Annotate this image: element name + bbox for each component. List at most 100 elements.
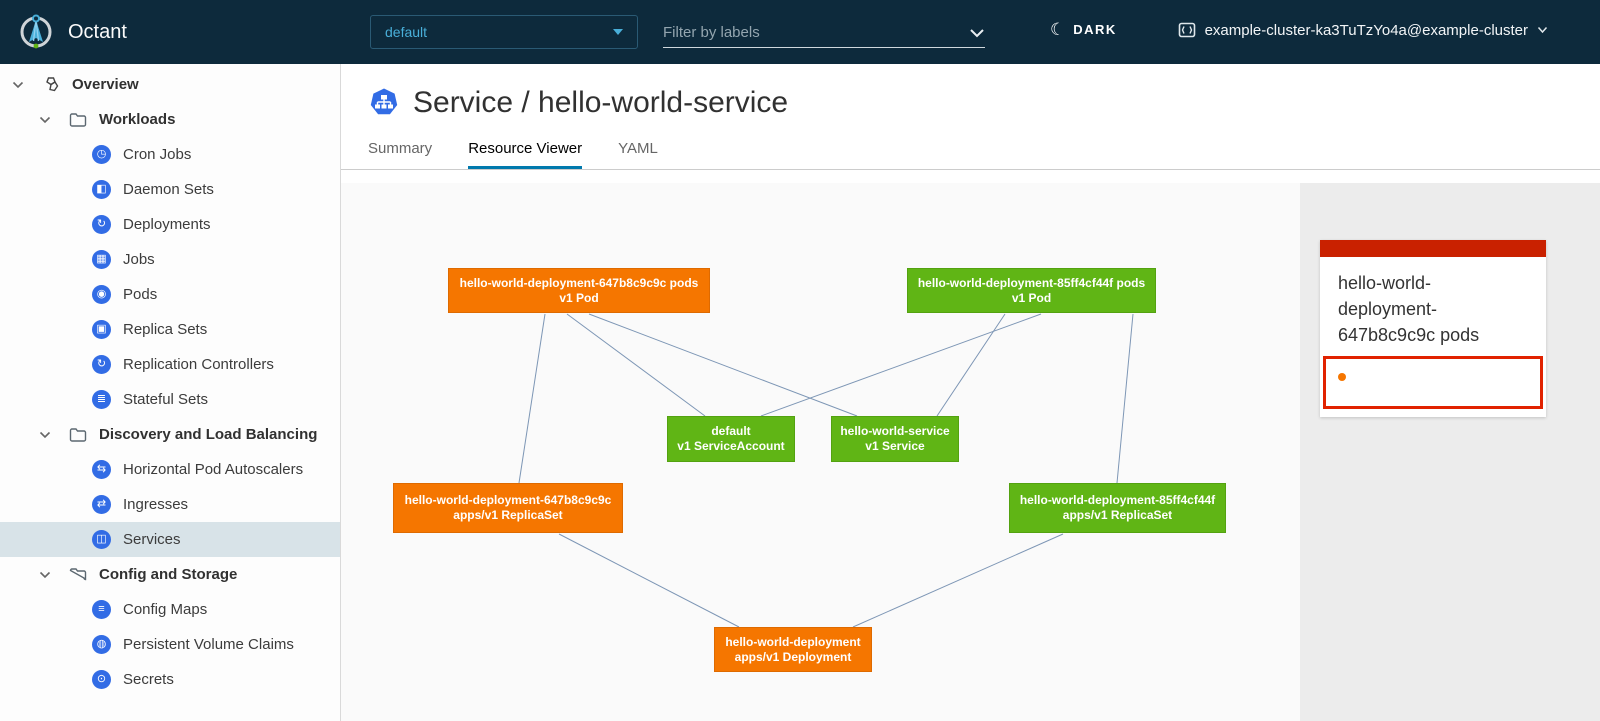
sidebar-item-secrets[interactable]: ⊙ Secrets (0, 662, 340, 697)
graph-node-pod-647[interactable]: hello-world-deployment-647b8c9c9c pods v… (448, 268, 710, 313)
label-filter-input[interactable] (663, 24, 943, 41)
node-title: hello-world-deployment-647b8c9c9c pods (459, 275, 699, 290)
tab-resource-viewer[interactable]: Resource Viewer (468, 140, 583, 169)
octant-logo-icon (18, 12, 54, 52)
theme-toggle-label: DARK (1073, 22, 1117, 37)
card-status-bar (1320, 240, 1546, 257)
title-row: Service / hello-world-service (341, 64, 1600, 120)
header-bar: Octant default ☾ DARK example-cluster-ka… (0, 0, 1600, 64)
card-status-box (1323, 356, 1543, 409)
sidebar-item-label: Ingresses (123, 496, 189, 513)
app-name: Octant (68, 20, 127, 43)
graph-node-pod-85f[interactable]: hello-world-deployment-85ff4cf44f pods v… (907, 268, 1156, 313)
sidebar-item-cron-jobs[interactable]: ◷ Cron Jobs (0, 137, 340, 172)
sidebar-item-config-maps[interactable]: ≡ Config Maps (0, 592, 340, 627)
chevron-down-icon[interactable] (37, 116, 53, 124)
sidebar-item-label: Services (123, 531, 181, 548)
sidebar-item-daemon-sets[interactable]: ◧ Daemon Sets (0, 172, 340, 207)
sidebar-item-label: Replica Sets (123, 321, 208, 338)
sidebar-item-label: Persistent Volume Claims (123, 636, 294, 653)
tab-summary[interactable]: Summary (368, 140, 433, 157)
sidebar-item-stateful-sets[interactable]: ≣ Stateful Sets (0, 382, 340, 417)
namespace-dropdown[interactable]: default (370, 15, 638, 49)
logo-group[interactable]: Octant (18, 12, 127, 52)
sidebar-item-label: Daemon Sets (123, 181, 214, 198)
overview-icon (42, 76, 60, 94)
sidebar-group-label: Workloads (99, 111, 176, 128)
sidebar-group-discovery-and-load-balancing[interactable]: Discovery and Load Balancing (0, 417, 340, 452)
sidebar-item-persistent-volume-claims[interactable]: ◍ Persistent Volume Claims (0, 627, 340, 662)
sidebar-item-label: Config Maps (123, 601, 208, 618)
node-title: hello-world-service (840, 424, 950, 438)
jobs-icon: ▦ (92, 250, 111, 269)
node-subtitle: apps/v1 Deployment (734, 649, 852, 664)
cluster-selector[interactable]: example-cluster-ka3TuTzYo4a@example-clus… (1178, 21, 1548, 39)
node-subtitle: v1 ServiceAccount (677, 439, 785, 453)
sidebar-item-replica-sets[interactable]: ▣ Replica Sets (0, 312, 340, 347)
node-subtitle: v1 Pod (1011, 290, 1052, 305)
replica-sets-icon: ▣ (92, 320, 111, 339)
sidebar-item-label: Jobs (123, 251, 155, 268)
node-subtitle: apps/v1 ReplicaSet (453, 508, 563, 522)
graph-edge (936, 313, 1006, 417)
sidebar-item-horizontal-pod-autoscalers[interactable]: ⇆ Horizontal Pod Autoscalers (0, 452, 340, 487)
sidebar-item-label: Pods (123, 286, 158, 303)
replication-controllers-icon: ↻ (92, 355, 111, 374)
resource-viewer-canvas[interactable]: hello-world-deployment-647b8c9c9c pods v… (341, 183, 1600, 721)
node-title: hello-world-deployment-85ff4cf44f pods (917, 275, 1146, 290)
node-detail-card[interactable]: hello-world-deployment-647b8c9c9c pods (1320, 240, 1546, 417)
graph-edge (760, 313, 1042, 417)
node-detail-panel: hello-world-deployment-647b8c9c9c pods (1300, 183, 1600, 721)
graph-node-replicaset-85f[interactable]: hello-world-deployment-85ff4cf44f apps/v… (1009, 483, 1226, 533)
graph-node-replicaset-647[interactable]: hello-world-deployment-647b8c9c9c apps/v… (393, 483, 623, 533)
node-title: default (711, 424, 751, 438)
main-content: Service / hello-world-service Summary Re… (341, 64, 1600, 721)
pods-icon: ◉ (92, 285, 111, 304)
sidebar-group-workloads[interactable]: Workloads (0, 102, 340, 137)
moon-icon: ☾ (1050, 20, 1066, 39)
graph-edge (558, 533, 740, 628)
persistent-volume-claims-icon: ◍ (92, 635, 111, 654)
graph-node-serviceaccount-default[interactable]: default v1 ServiceAccount (667, 416, 795, 462)
sidebar-item-services[interactable]: ◫ Services (0, 522, 340, 557)
sidebar-item-label: Stateful Sets (123, 391, 209, 408)
folder-icon (69, 567, 87, 583)
tab-bar: Summary Resource Viewer YAML (341, 120, 1600, 169)
cron-jobs-icon: ◷ (92, 145, 111, 164)
horizontal-pod-autoscalers-icon: ⇆ (92, 460, 111, 479)
sidebar-item-label: Deployments (123, 216, 211, 233)
sidebar-item-ingresses[interactable]: ⇄ Ingresses (0, 487, 340, 522)
graph-node-deployment[interactable]: hello-world-deployment apps/v1 Deploymen… (714, 627, 872, 672)
deployments-icon: ↻ (92, 215, 111, 234)
node-title: hello-world-deployment (725, 634, 861, 649)
sidebar-item-pods[interactable]: ◉ Pods (0, 277, 340, 312)
cluster-label: example-cluster-ka3TuTzYo4a@example-clus… (1204, 21, 1528, 39)
ingresses-icon: ⇄ (92, 495, 111, 514)
chevron-down-icon[interactable] (37, 571, 53, 579)
node-title: hello-world-deployment-647b8c9c9c (404, 493, 612, 507)
sidebar-item-overview[interactable]: Overview (0, 67, 340, 102)
graph-node-service-hello-world[interactable]: hello-world-service v1 Service (831, 416, 959, 462)
tab-yaml[interactable]: YAML (618, 140, 658, 157)
node-subtitle: v1 Pod (559, 290, 599, 305)
cluster-icon (1178, 21, 1196, 39)
chevron-down-icon[interactable] (10, 81, 26, 89)
graph-edge (852, 533, 1064, 628)
sidebar-item-replication-controllers[interactable]: ↻ Replication Controllers (0, 347, 340, 382)
sidebar-group-label: Discovery and Load Balancing (99, 426, 318, 443)
chevron-down-icon[interactable] (37, 431, 53, 439)
cluster-chevron-down-icon (1537, 27, 1548, 34)
tab-divider (341, 169, 1600, 170)
filter-chevron-down-icon[interactable] (969, 28, 985, 38)
sidebar-item-deployments[interactable]: ↻ Deployments (0, 207, 340, 242)
dark-theme-toggle[interactable]: ☾ DARK (1050, 21, 1117, 38)
daemon-sets-icon: ◧ (92, 180, 111, 199)
card-title: hello-world-deployment-647b8c9c9c pods (1338, 273, 1480, 345)
sidebar-item-jobs[interactable]: ▦ Jobs (0, 242, 340, 277)
folder-icon (69, 112, 87, 128)
warning-status-dot-icon (1338, 373, 1346, 381)
service-resource-icon (368, 87, 400, 119)
node-title: hello-world-deployment-85ff4cf44f (1019, 493, 1216, 507)
sidebar-group-config-and-storage[interactable]: Config and Storage (0, 557, 340, 592)
